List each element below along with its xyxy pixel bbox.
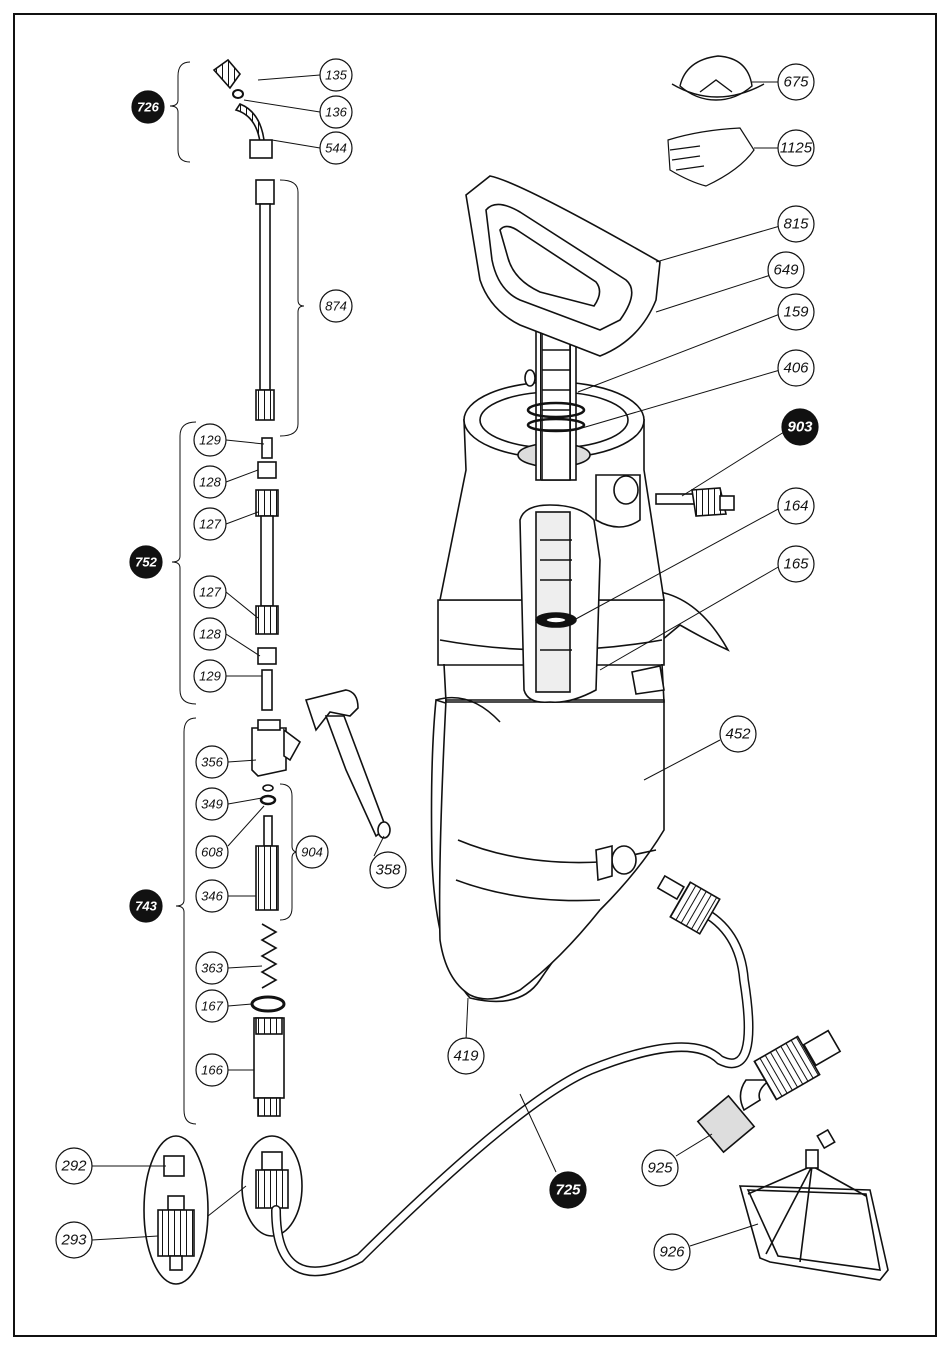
pressure-relief-valve bbox=[656, 488, 734, 516]
label-608: 608 bbox=[201, 845, 223, 860]
gloves-1125 bbox=[668, 128, 754, 186]
trigger-lever-358 bbox=[306, 690, 390, 838]
label-166: 166 bbox=[201, 1063, 223, 1078]
label-925: 925 bbox=[647, 1160, 673, 1177]
label-136: 136 bbox=[325, 105, 347, 120]
label-452: 452 bbox=[725, 726, 751, 743]
label-127-top: 127 bbox=[199, 517, 221, 532]
label-292: 292 bbox=[60, 1158, 87, 1175]
label-544: 544 bbox=[325, 141, 347, 156]
lance-tube-752 bbox=[256, 438, 278, 710]
label-129-top: 129 bbox=[199, 433, 221, 448]
label-159: 159 bbox=[783, 304, 809, 321]
nozzle-assembly bbox=[214, 60, 272, 158]
label-165: 165 bbox=[783, 556, 809, 573]
label-1125: 1125 bbox=[780, 140, 813, 157]
label-675: 675 bbox=[783, 74, 809, 91]
label-349: 349 bbox=[201, 797, 223, 812]
label-363: 363 bbox=[201, 961, 223, 976]
label-135: 135 bbox=[325, 68, 347, 83]
label-649: 649 bbox=[773, 262, 799, 279]
label-128-bottom: 128 bbox=[199, 627, 221, 642]
label-904: 904 bbox=[301, 845, 323, 860]
label-406: 406 bbox=[783, 360, 809, 377]
grouping-brackets bbox=[170, 62, 304, 1124]
label-874: 874 bbox=[325, 299, 347, 314]
label-127-bottom: 127 bbox=[199, 585, 221, 600]
label-726: 726 bbox=[137, 100, 159, 115]
outlet-port bbox=[612, 846, 636, 874]
label-129-bottom: 129 bbox=[199, 669, 221, 684]
label-926: 926 bbox=[659, 1244, 685, 1261]
latch-clip bbox=[632, 666, 664, 694]
spray-shield-926 bbox=[740, 1130, 888, 1280]
label-164: 164 bbox=[783, 498, 808, 515]
extension-tube-874 bbox=[256, 180, 274, 420]
trigger-valve-743 bbox=[252, 720, 300, 1116]
label-293: 293 bbox=[60, 1232, 87, 1249]
label-815: 815 bbox=[783, 216, 809, 233]
label-743: 743 bbox=[135, 899, 157, 914]
label-167: 167 bbox=[201, 999, 223, 1014]
label-903: 903 bbox=[787, 419, 813, 436]
label-356: 356 bbox=[201, 755, 223, 770]
label-752: 752 bbox=[135, 555, 157, 570]
label-128-top: 128 bbox=[199, 475, 221, 490]
face-mask-675 bbox=[672, 56, 764, 100]
label-346: 346 bbox=[201, 889, 223, 904]
angle-extension-925 bbox=[698, 1031, 840, 1153]
hose-end-fitting bbox=[658, 876, 720, 934]
label-419: 419 bbox=[453, 1048, 479, 1065]
label-358: 358 bbox=[375, 862, 401, 879]
label-725: 725 bbox=[555, 1182, 581, 1199]
handle-pivot-pin bbox=[525, 370, 535, 386]
